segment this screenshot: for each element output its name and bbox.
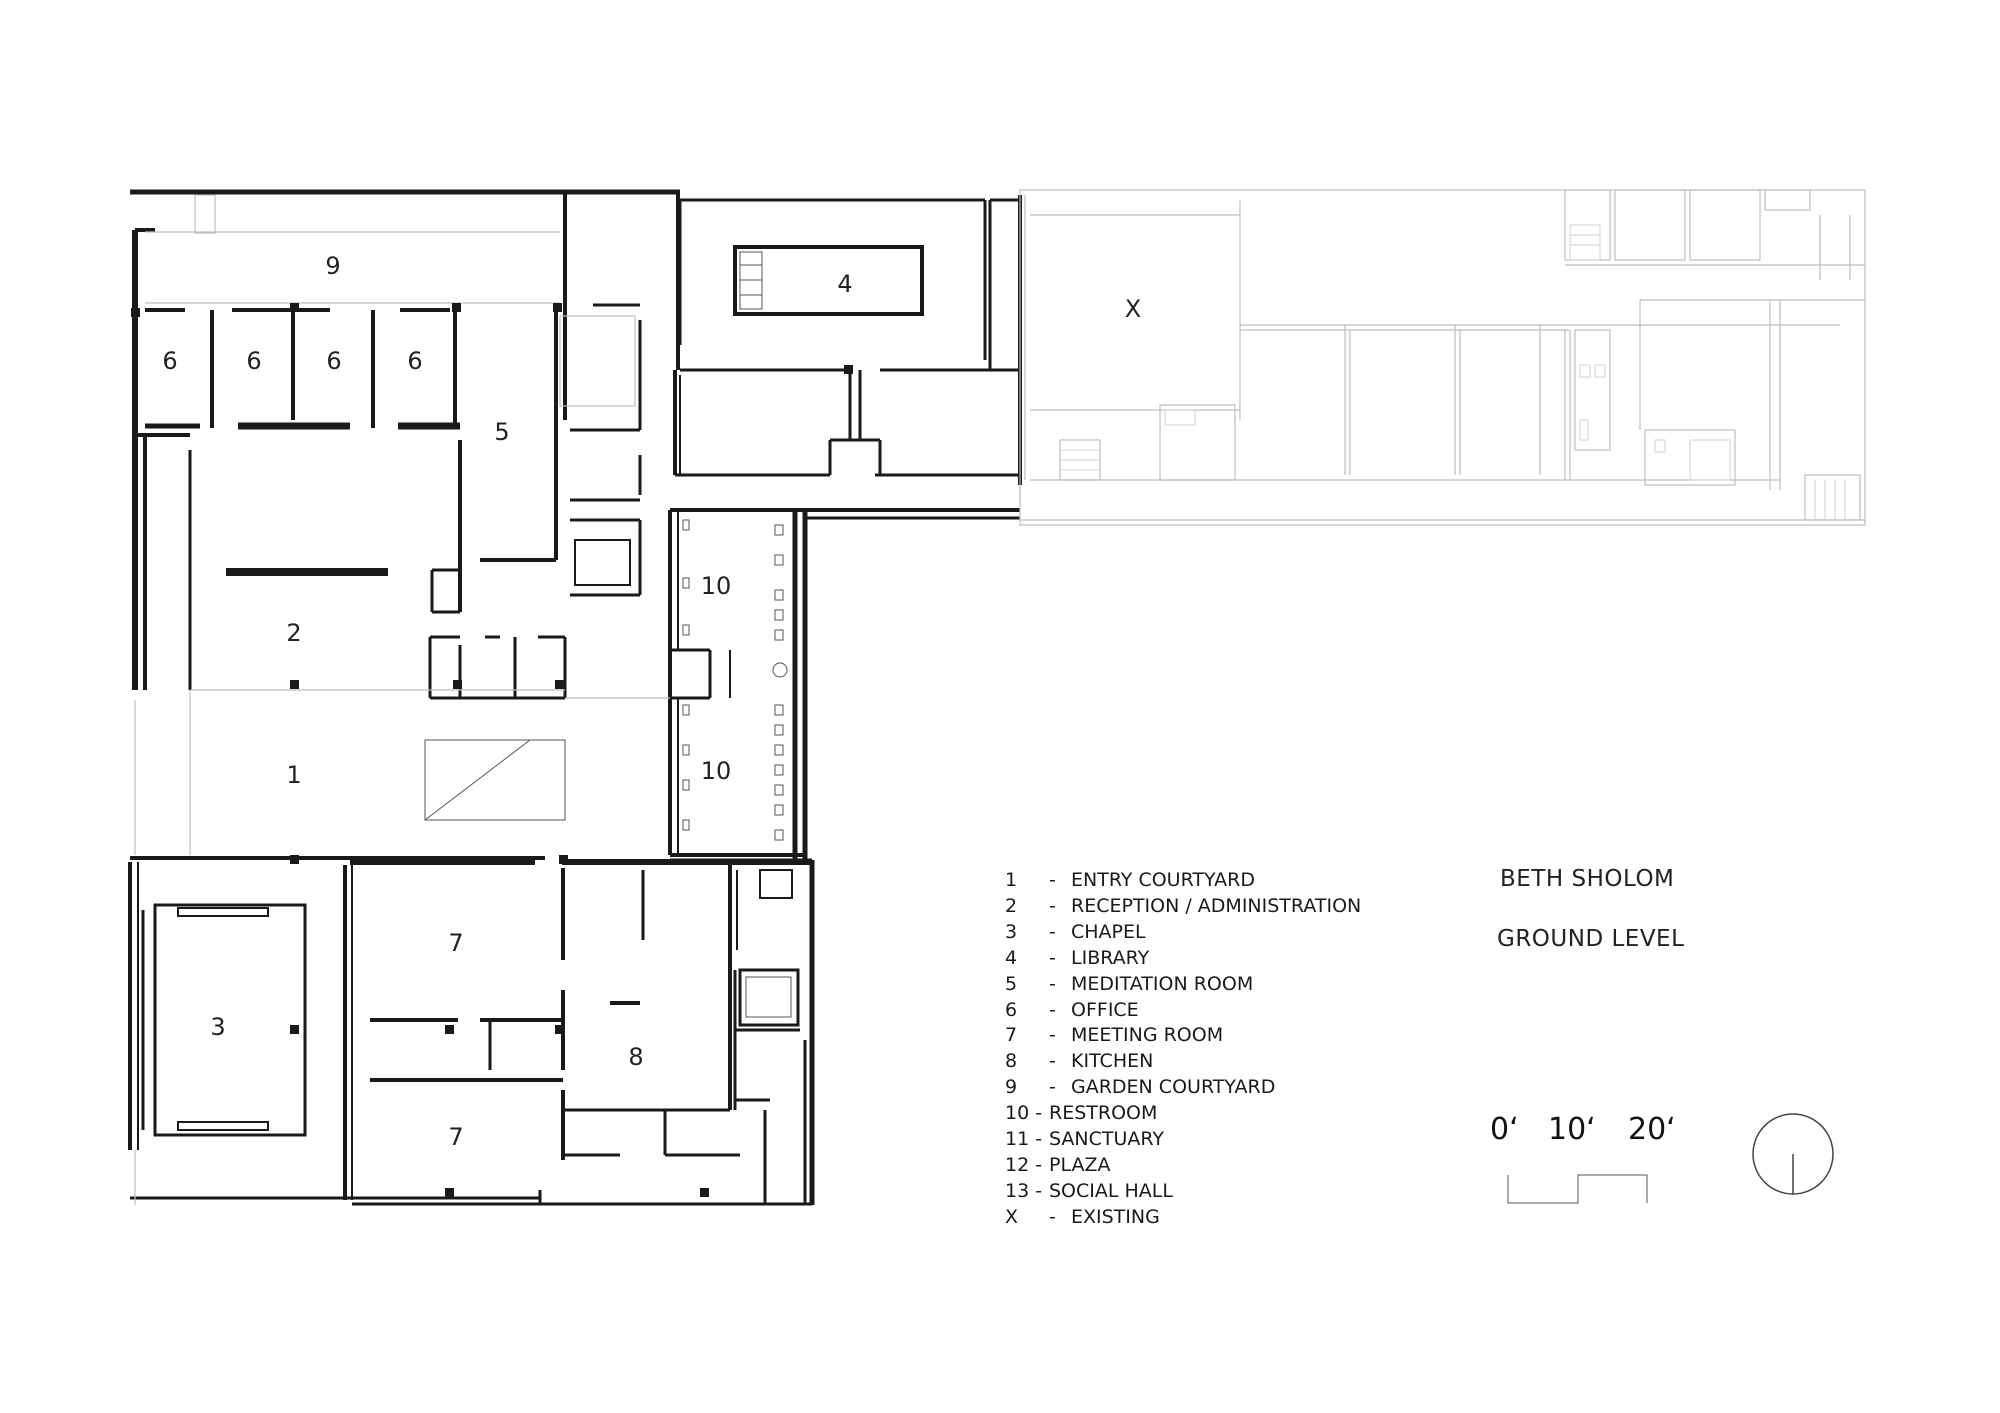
room-label-restroom: 10	[701, 572, 732, 600]
legend-name: SOCIAL HALL	[1049, 1179, 1173, 1202]
legend-dash: -	[1049, 1076, 1056, 1099]
legend-name: RESTROOM	[1049, 1102, 1158, 1125]
legend-name: LIBRARY	[1071, 946, 1150, 969]
room-label-existing: X	[1125, 295, 1141, 323]
legend-number: X	[1005, 1205, 1019, 1228]
room-label-garden-courtyard: 9	[325, 252, 340, 280]
room-label-office: 6	[326, 347, 341, 375]
room-label-library: 4	[837, 270, 852, 298]
legend-dash: -	[1049, 972, 1056, 995]
scale-label-20: 20‘	[1628, 1112, 1676, 1147]
room-labels: 9 6 6 6 6 5 4 X 2 10 10 1 7 3 8 7	[162, 252, 1141, 1151]
drawing-subtitle: GROUND LEVEL	[1497, 926, 1685, 952]
legend-item: 5 -MEDITATION ROOM	[1005, 972, 1361, 998]
legend-number: 13 -	[1005, 1179, 1043, 1202]
legend-item: 11 - SANCTUARY	[1005, 1127, 1361, 1153]
legend-name: ENTRY COURTYARD	[1071, 869, 1255, 891]
legend-name: CHAPEL	[1071, 920, 1146, 943]
restroom-fixtures	[682, 519, 788, 841]
room-label-office: 6	[162, 347, 177, 375]
legend-dash: -	[1049, 920, 1056, 943]
room-label-office: 6	[246, 347, 261, 375]
legend-name: GARDEN COURTYARD	[1071, 1076, 1276, 1099]
legend-number: 10 -	[1005, 1102, 1043, 1125]
room-label-meeting-room: 7	[448, 929, 463, 957]
legend-item: 10 - RESTROOM	[1005, 1101, 1361, 1127]
legend-name: OFFICE	[1071, 998, 1139, 1021]
room-label-restroom: 10	[701, 757, 732, 785]
legend-dash: -	[1049, 894, 1056, 917]
legend-name: PLAZA	[1049, 1153, 1111, 1176]
legend-name: MEETING ROOM	[1071, 1024, 1224, 1047]
legend-dash: -	[1049, 1205, 1056, 1228]
legend-item: 6 -OFFICE	[1005, 998, 1361, 1024]
legend-number: 6	[1005, 998, 1018, 1021]
legend-dash: -	[1049, 869, 1056, 891]
legend-item: 9 -GARDEN COURTYARD	[1005, 1075, 1361, 1101]
drawing-title: BETH SHOLOM	[1500, 866, 1675, 892]
legend-name: RECEPTION / ADMINISTRATION	[1071, 894, 1362, 917]
room-label-kitchen: 8	[628, 1043, 643, 1071]
legend-name: SANCTUARY	[1049, 1128, 1164, 1151]
legend-number: 4	[1005, 946, 1018, 969]
legend-dash: -	[1049, 998, 1056, 1021]
existing-building	[1019, 189, 1866, 526]
room-label-office: 6	[407, 347, 422, 375]
scale-bar	[1507, 1174, 1648, 1204]
room-label-entry-courtyard: 1	[286, 761, 301, 789]
legend-number: 2	[1005, 894, 1018, 917]
legend-number: 7	[1005, 1024, 1018, 1047]
room-label-meditation-room: 5	[494, 418, 509, 446]
legend-number: 1	[1005, 869, 1018, 891]
room-label-reception: 2	[286, 619, 301, 647]
legend-number: 8	[1005, 1050, 1018, 1073]
legend-item: 3 -CHAPEL	[1005, 920, 1361, 946]
scale-label-10: 10‘	[1548, 1112, 1596, 1147]
legend-item: 13 - SOCIAL HALL	[1005, 1179, 1361, 1205]
legend-number: 12 -	[1005, 1153, 1043, 1176]
legend-dash: -	[1049, 1024, 1056, 1047]
legend-item: 7 -MEETING ROOM	[1005, 1023, 1361, 1049]
legend-item: 4 -LIBRARY	[1005, 946, 1361, 972]
legend-name: KITCHEN	[1071, 1050, 1154, 1073]
legend-item: 1 -ENTRY COURTYARD	[1005, 868, 1361, 894]
legend-item: 12 - PLAZA	[1005, 1153, 1361, 1179]
legend-item: 2 -RECEPTION / ADMINISTRATION	[1005, 894, 1361, 920]
new-building-walls	[128, 189, 1022, 1206]
legend-number: 5	[1005, 972, 1018, 995]
structural-columns	[131, 303, 853, 1197]
legend-item: 8 -KITCHEN	[1005, 1049, 1361, 1075]
scale-label-0: 0‘	[1490, 1112, 1519, 1147]
legend-name: EXISTING	[1071, 1205, 1160, 1228]
room-label-chapel: 3	[210, 1013, 225, 1041]
legend-number: 11 -	[1005, 1128, 1043, 1151]
legend-number: 3	[1005, 920, 1018, 943]
legend-number: 9	[1005, 1076, 1018, 1099]
room-legend: 1-ENTRY COURTYARD 2-RECEPTION / ADMINIST…	[1005, 868, 1361, 1231]
legend-item: X -EXISTING	[1005, 1205, 1361, 1231]
north-arrow-icon	[1752, 1113, 1834, 1195]
library-table	[733, 245, 924, 316]
legend-dash: -	[1049, 946, 1056, 969]
legend-name: MEDITATION ROOM	[1071, 972, 1254, 995]
room-label-meeting-room: 7	[448, 1123, 463, 1151]
legend-dash: -	[1049, 1050, 1056, 1073]
